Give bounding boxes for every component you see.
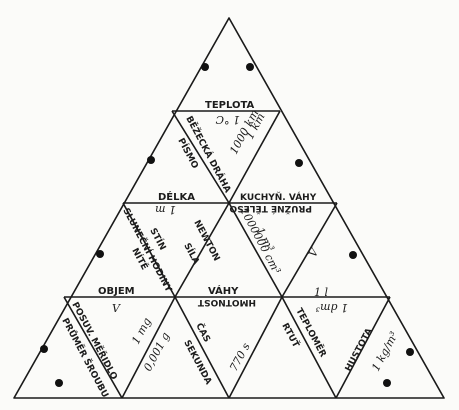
diag-2 [228, 110, 281, 204]
label: 1 °C [215, 113, 240, 126]
label: RTUŤ [279, 321, 302, 350]
label: 1 kg/m³ [369, 330, 401, 374]
diag-1 [171, 110, 230, 204]
label: VÁHY [208, 284, 239, 297]
label: HMOTNOST [197, 297, 256, 307]
corner-dot [55, 379, 63, 387]
edge-dot [295, 159, 303, 167]
diag-7 [63, 296, 123, 399]
label: V [306, 245, 322, 259]
edge-dot [349, 251, 357, 259]
label: 770 s [227, 340, 253, 373]
label: 1 dm³ [316, 301, 348, 314]
diag-11 [281, 296, 337, 399]
diag-4 [174, 202, 230, 298]
diag-8 [121, 296, 176, 399]
edge-dot [406, 348, 414, 356]
edge-dot [96, 250, 104, 258]
label: KUCHYŇ. VÁHY [240, 191, 317, 203]
label: V [112, 302, 121, 315]
label: 1 l [314, 286, 328, 299]
label: SLUNEČNÍ HODINY [120, 206, 175, 295]
diag-10 [228, 296, 283, 399]
label: OBJEM [98, 286, 135, 297]
label: TEPLOTA [205, 100, 255, 111]
label: PRUŽNÉ TĚLESO [229, 203, 312, 215]
label: SEKUNDA [181, 339, 213, 387]
diag-9 [174, 296, 230, 399]
label: 1 mg [129, 316, 154, 347]
corner-dot [201, 63, 209, 71]
diag-3 [122, 202, 176, 298]
label: ČAS [193, 321, 213, 344]
label: DÉLKA [158, 190, 195, 203]
corner-dot [246, 63, 254, 71]
diag-6 [281, 202, 338, 298]
edge-dot [147, 156, 155, 164]
label: 1 m [155, 203, 176, 216]
diag-5 [228, 202, 283, 298]
diag-12 [335, 296, 391, 399]
edge-dot [40, 345, 48, 353]
corner-dot [383, 379, 391, 387]
